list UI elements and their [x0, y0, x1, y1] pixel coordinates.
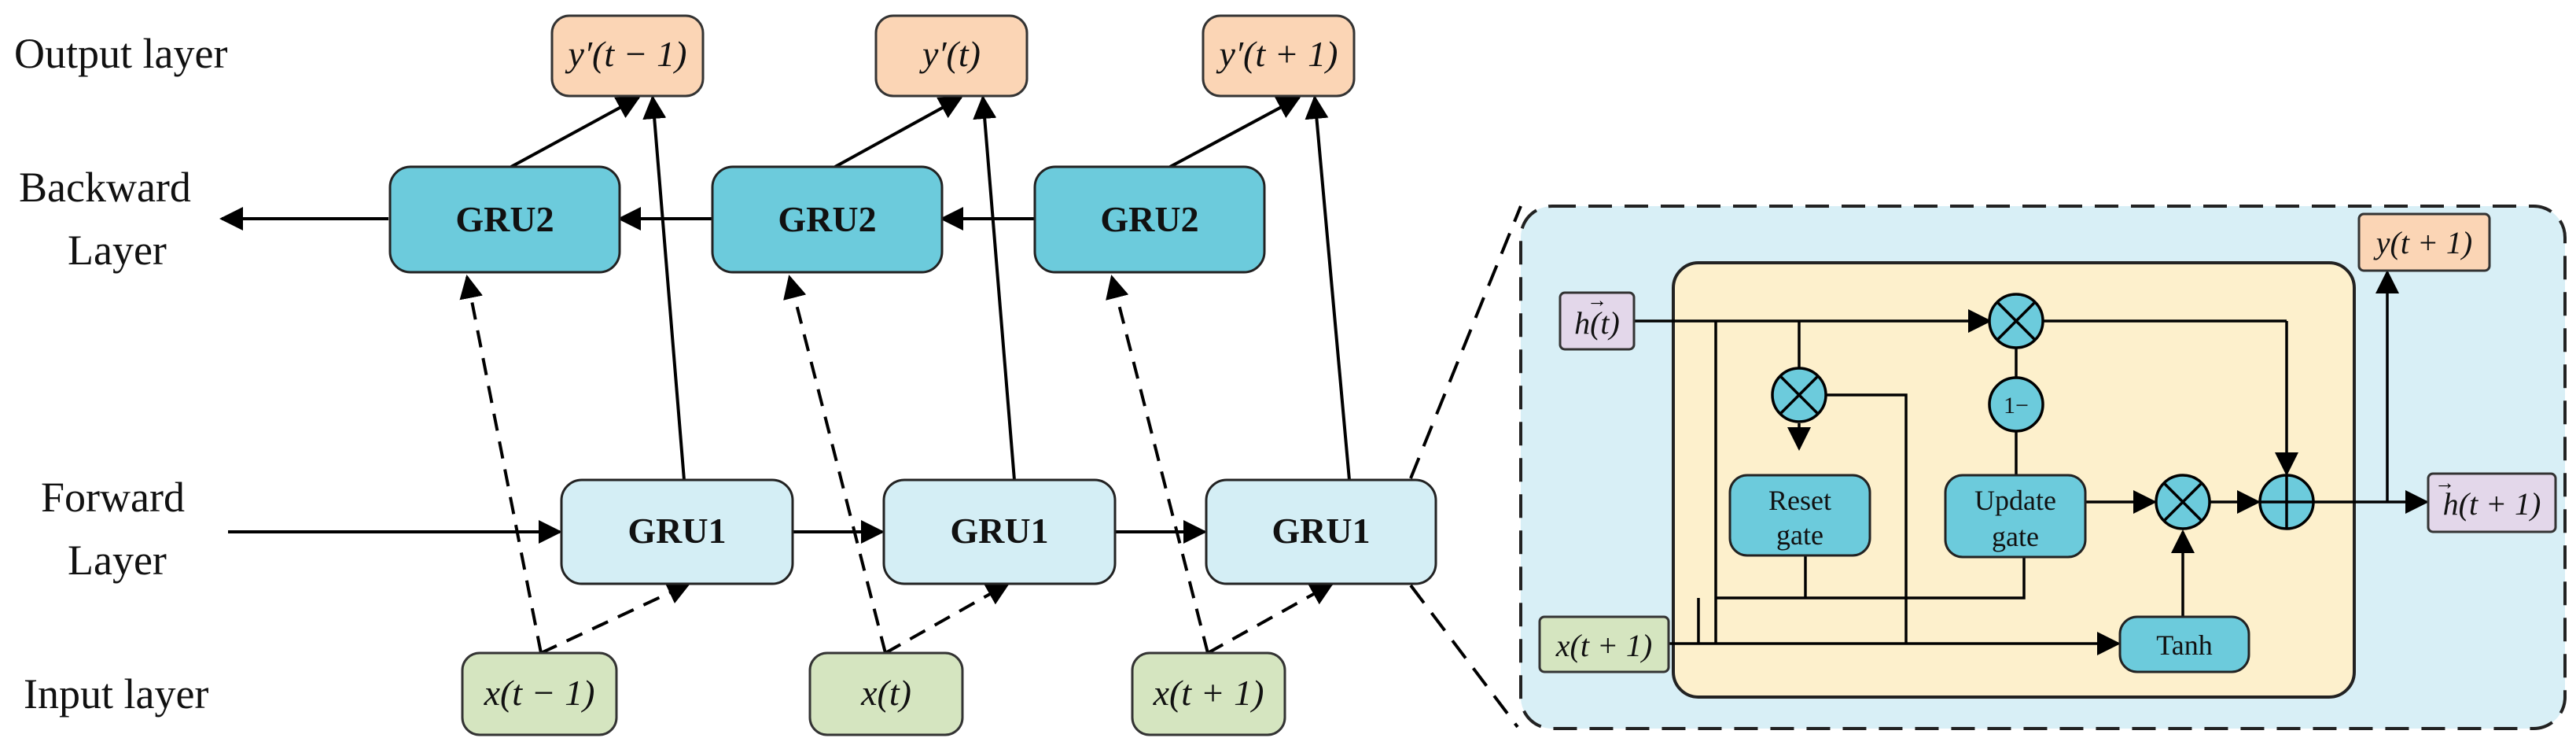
multiply-circle-top [1988, 293, 2044, 349]
backward-layer-label-2: Layer [68, 227, 167, 274]
update-gate-box [1944, 474, 2087, 559]
zoom-line-top [1409, 205, 1522, 479]
output-connections [510, 95, 1351, 481]
plus-circle [2258, 474, 2315, 530]
zoom-line-bottom [1409, 584, 1519, 729]
tanh-label: Tanh [2156, 629, 2212, 661]
gru1-label-3: GRU1 [1271, 511, 1370, 551]
h-t-box [1558, 291, 1636, 351]
input-box-3 [1131, 651, 1286, 736]
gru1-box-2 [882, 478, 1117, 585]
forward-layer-label-1: Forward [41, 474, 185, 521]
output-layer-label: Output layer [14, 30, 227, 77]
output-box-2 [874, 14, 1029, 98]
gru2-label-1: GRU2 [455, 199, 554, 239]
tanh-box [2118, 615, 2250, 673]
update-gate-label-1: Update [1974, 485, 2056, 516]
gru2-label-3: GRU2 [1100, 199, 1198, 239]
h-t-arrow-accent: → [1587, 289, 1607, 312]
update-gate-label-2: gate [1992, 521, 2039, 552]
output-label-2: y′(t) [919, 34, 981, 74]
multiply-circle-reset [1771, 367, 1827, 423]
gru1-label-2: GRU1 [950, 511, 1048, 551]
gru1-box-1 [560, 478, 794, 585]
input-label-1: x(t − 1) [484, 673, 595, 713]
h-t1-box [2427, 472, 2557, 533]
backward-layer-label-1: Backward [19, 164, 191, 211]
gru1-label-1: GRU1 [627, 511, 726, 551]
input-label-2: x(t) [860, 673, 911, 713]
one-minus-label: 1− [2004, 393, 2029, 419]
x-t1-label: x(t + 1) [1555, 628, 1653, 663]
reset-gate-label-2: gate [1776, 519, 1823, 551]
h-t-label: h(t) [1574, 305, 1620, 341]
multiply-circle-mid [2155, 474, 2211, 530]
h-t1-label: h(t + 1) [2443, 486, 2541, 522]
input-box-1 [461, 651, 618, 736]
reset-gate-label-1: Reset [1768, 485, 1831, 516]
input-connections [459, 275, 1334, 655]
gru2-label-2: GRU2 [778, 199, 876, 239]
output-label-1: y′(t − 1) [565, 34, 687, 74]
y-t1-label: y(t + 1) [2373, 225, 2473, 260]
input-label-3: x(t + 1) [1153, 673, 1264, 713]
input-box-2 [808, 651, 964, 736]
output-box-3 [1202, 14, 1356, 98]
gru2-box-3 [1033, 165, 1266, 274]
x-t1-box [1538, 615, 1670, 673]
gru2-box-1 [388, 165, 621, 274]
gru1-box-3 [1205, 478, 1437, 585]
gru2-box-2 [711, 165, 944, 274]
input-layer-label: Input layer [24, 670, 208, 718]
one-minus-circle [1988, 376, 2044, 433]
h-t1-arrow-accent: → [2434, 471, 2455, 494]
output-label-3: y′(t + 1) [1216, 34, 1338, 74]
reset-gate-box [1728, 474, 1871, 557]
forward-layer-label-2: Layer [68, 537, 167, 584]
detail-wiring [1634, 270, 2429, 655]
output-box-1 [550, 14, 705, 98]
y-t1-box [2357, 212, 2491, 272]
